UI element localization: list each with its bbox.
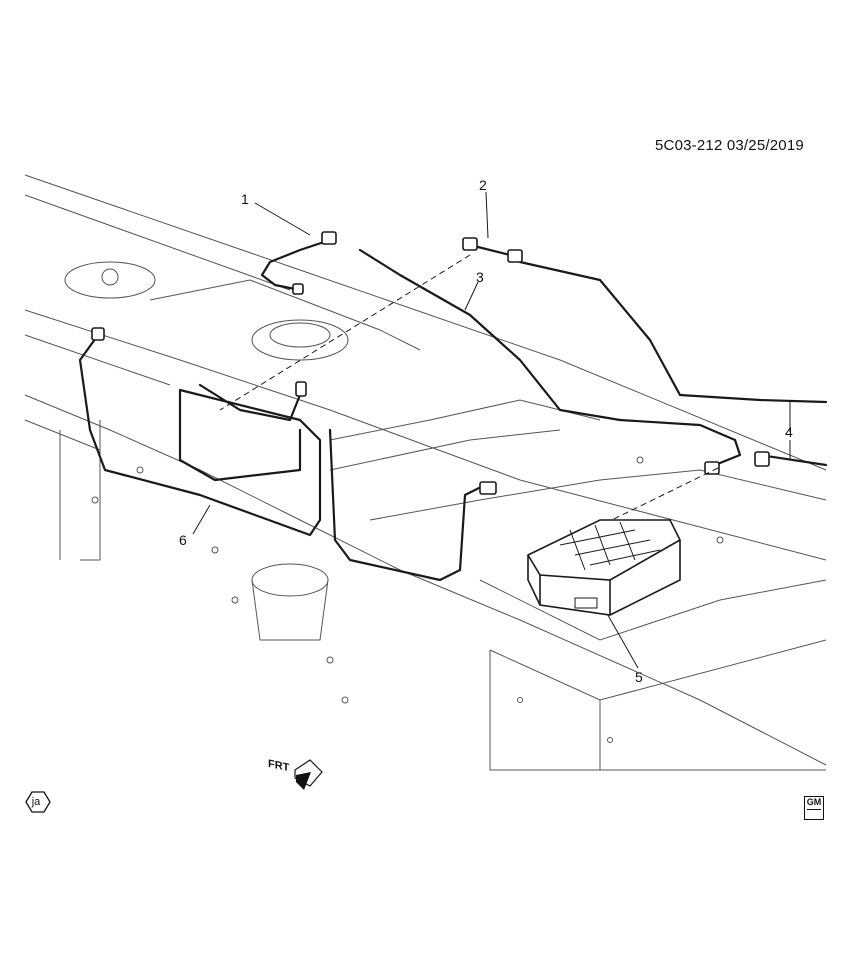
callout-6: 6 <box>179 532 187 548</box>
fuel-and-vapor-lines <box>78 238 828 582</box>
vehicle-frame <box>24 174 827 771</box>
region-hexagon-icon <box>25 791 51 813</box>
callout-2: 2 <box>479 177 487 193</box>
line-3 <box>358 248 737 442</box>
line-6 <box>78 333 322 537</box>
gm-logo-text: GM <box>806 797 822 807</box>
line-4-upper <box>518 260 828 404</box>
callout-3: 3 <box>476 269 484 285</box>
connectors <box>91 231 770 495</box>
front-arrow <box>294 759 323 790</box>
callout-4: 4 <box>785 424 793 440</box>
document-reference: 5C03-212 03/25/2019 <box>655 137 804 154</box>
gm-logo-bar <box>807 809 821 815</box>
leader-lines <box>192 191 791 669</box>
line-1 <box>260 238 332 292</box>
region-code-label: ja <box>31 796 41 808</box>
callout-5: 5 <box>635 669 643 685</box>
callout-1: 1 <box>241 191 249 207</box>
line-4-lower <box>758 453 828 467</box>
gm-logo-icon: GM <box>804 796 824 820</box>
evap-canister <box>527 519 681 616</box>
